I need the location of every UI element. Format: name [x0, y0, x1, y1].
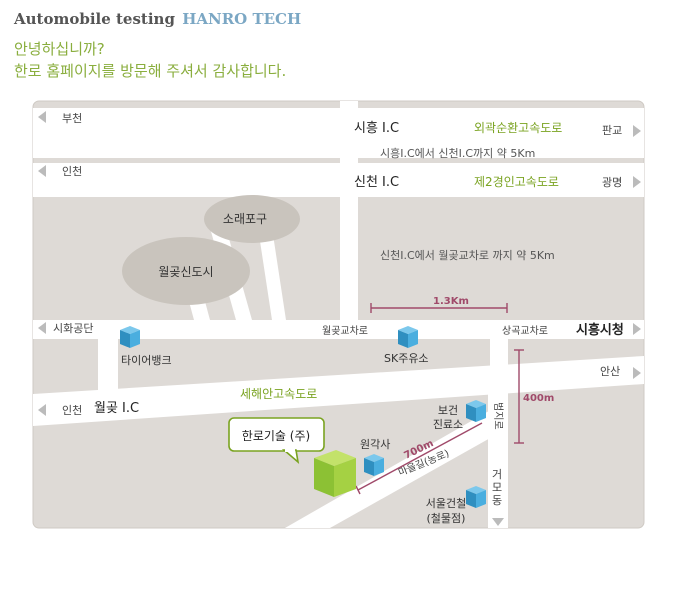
- greeting-line2: 한로 홈페이지를 방문해 주셔서 감사합니다.: [14, 62, 287, 80]
- arrow-ansan-icon: [633, 367, 641, 379]
- brand-header: Automobile testing HANRO TECH: [14, 10, 301, 28]
- label-siheung-hall: 시흥시청: [576, 322, 624, 338]
- label-bucheon: 부천: [62, 111, 82, 125]
- maeul-road: [285, 400, 508, 528]
- label-gwangmyeong: 광명: [602, 176, 622, 189]
- arrow-sihwa-icon: [38, 322, 46, 334]
- expressway-outer-ring: 외곽순환고속도로: [474, 121, 562, 135]
- note-sincheon-wolgot: 신천I.C에서 월곶교차로 까지 약 5Km: [380, 248, 555, 262]
- diag-road-2: [258, 228, 286, 320]
- wolgot-city-label: 월곶신도시: [158, 265, 213, 279]
- sk-marker-icon: [398, 326, 418, 348]
- intersection-sanggok: 상곡교차로: [502, 325, 548, 337]
- distance-1: 1.3Km: [433, 296, 469, 307]
- brand-name: HANRO TECH: [182, 10, 302, 28]
- destination-marker-icon: [314, 450, 356, 497]
- wongaksa-marker-icon: [364, 454, 384, 476]
- arrow-gwangmyeong-icon: [633, 176, 641, 188]
- middle-road: [33, 320, 644, 339]
- arrow-geomodong-icon: [492, 518, 504, 526]
- arrow-pangyo-icon: [633, 125, 641, 137]
- label-ansan: 안산: [600, 365, 620, 378]
- landmark-seoul-steel: 서울건철: [426, 497, 466, 510]
- arrow-bucheon-icon: [38, 111, 46, 123]
- destination-callout: [228, 417, 325, 465]
- landmark-sk: SK주유소: [384, 352, 429, 365]
- tire-bank-marker-icon: [120, 326, 140, 348]
- distance-2: 400m: [523, 393, 554, 404]
- intersection-wolgot: 월곶교차로: [322, 325, 368, 337]
- label-incheon2: 인천: [62, 403, 82, 417]
- wolgot-city-area: [122, 237, 250, 305]
- road-tirebank: [98, 339, 118, 399]
- label-incheon: 인천: [62, 164, 82, 178]
- seoul-steel-marker-icon: [466, 486, 486, 508]
- note-siheung-sincheon: 시흥I.C에서 신천I.C까지 약 5Km: [380, 146, 535, 160]
- destination-label: 한로기술 (주): [242, 429, 310, 443]
- landmark-tire-bank: 타이어뱅크: [121, 354, 172, 367]
- brand-prefix: Automobile testing: [14, 10, 175, 28]
- greeting-line1: 안녕하십니까?: [14, 40, 105, 58]
- sehaean-road: [33, 356, 644, 426]
- road-sanggok: [490, 339, 508, 369]
- expressway-sehaean: 세해안고속도로: [240, 387, 317, 401]
- clinic-marker-icon: [466, 400, 486, 422]
- outer-ring-road: [33, 108, 644, 158]
- sorae-area: [204, 195, 300, 243]
- arrow-siheung-hall-icon: [633, 323, 641, 335]
- ic-wolgot: 월곶 I.C: [94, 401, 139, 416]
- ic-sincheon: 신천 I.C: [354, 175, 399, 190]
- label-sihwa: 시화공단: [53, 322, 93, 335]
- arrow-incheon2-icon: [38, 404, 46, 416]
- road-name-vertical: 범지로: [492, 402, 504, 430]
- landmark-wongaksa: 원각사: [360, 438, 390, 451]
- arrow-incheon-icon: [38, 165, 46, 177]
- expressway-second-gyeongin: 제2경인고속도로: [474, 175, 559, 189]
- distance-line-3: [357, 422, 483, 491]
- sorae-label: 소래포구: [223, 212, 267, 226]
- ic-siheung: 시흥 I.C: [354, 121, 399, 136]
- label-pangyo: 판교: [602, 124, 622, 137]
- landmark-seoul-steel-sub: (철물점): [427, 512, 466, 525]
- second-gyeongin-road: [33, 163, 644, 197]
- road-vertical-ic: [340, 101, 358, 331]
